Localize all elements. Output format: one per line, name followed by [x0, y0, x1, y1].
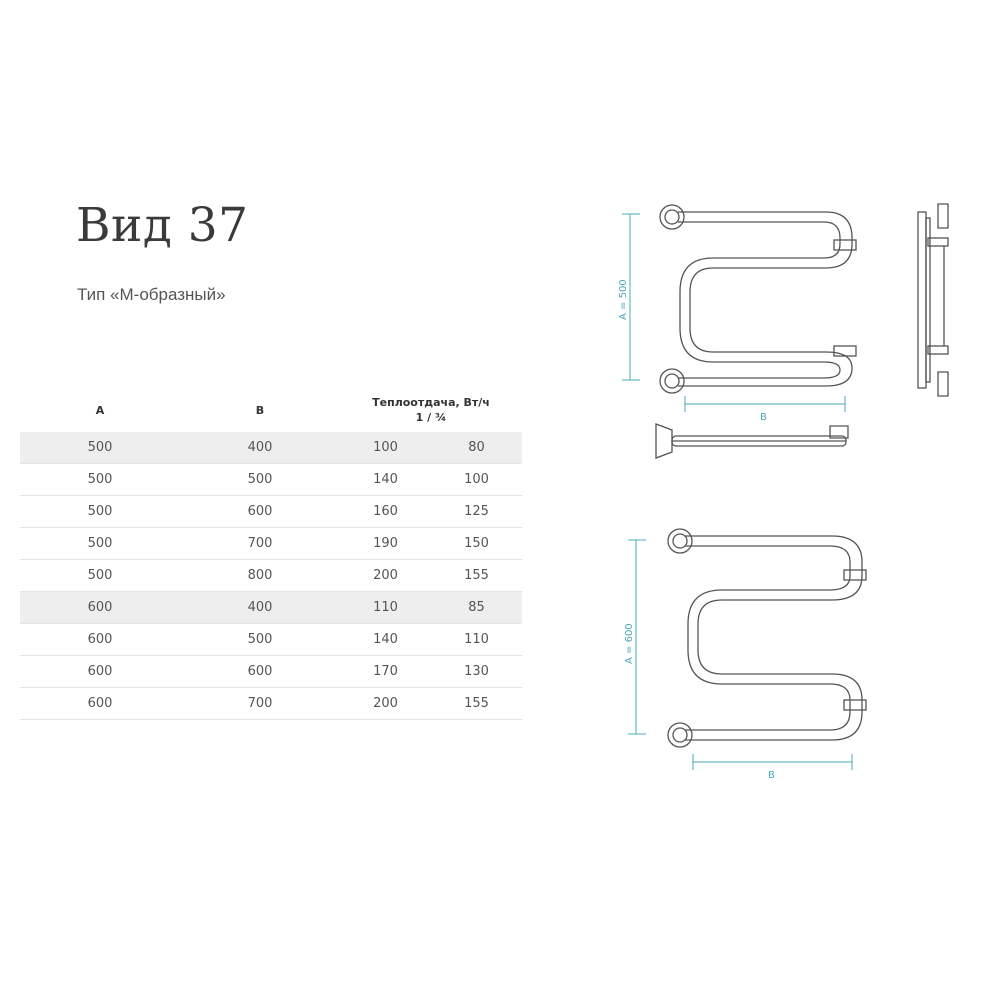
cell-b: 500 [180, 623, 340, 656]
pipe-outline-inner-2 [685, 545, 851, 731]
dim-label-a500: A = 500 [618, 279, 629, 320]
cell-a: 600 [20, 623, 180, 656]
flange-top-2 [667, 528, 693, 554]
cell-heat-1: 100 [340, 432, 431, 464]
cell-b: 400 [180, 591, 340, 624]
cell-b: 400 [180, 432, 340, 464]
cell-heat-1: 160 [340, 495, 431, 528]
cell-a: 600 [20, 591, 180, 624]
drawing-top-view [655, 423, 849, 459]
cell-heat-1: 200 [340, 559, 431, 592]
cell-b: 600 [180, 495, 340, 528]
heat-header-sub: 1 / ¾ [415, 411, 447, 424]
bracket-top-2 [843, 569, 867, 581]
cell-a: 500 [20, 463, 180, 496]
page-subtitle: Тип «М-образный» [77, 285, 226, 304]
cell-heat-34: 130 [430, 655, 522, 688]
col-header-heat: Теплоотдача, Вт/ч 1 / ¾ [340, 388, 522, 432]
cell-heat-34: 100 [430, 463, 522, 496]
col-header-a: A [95, 403, 105, 417]
bracket-bottom-2 [843, 699, 867, 711]
cell-heat-34: 80 [430, 432, 522, 464]
cell-heat-1: 140 [340, 623, 431, 656]
pipe-outline-inner [678, 221, 841, 379]
cell-heat-34: 155 [430, 687, 522, 720]
cell-a: 600 [20, 655, 180, 688]
cell-heat-34: 110 [430, 623, 522, 656]
col-header-b: B [255, 403, 265, 417]
cell-heat-34: 125 [430, 495, 522, 528]
cell-heat-34: 150 [430, 527, 522, 560]
bracket-bottom [833, 345, 857, 357]
cell-heat-1: 110 [340, 591, 431, 624]
flange-bottom [659, 368, 685, 394]
dim-label-b-bottom: B [768, 770, 775, 781]
drawing-side-view [917, 203, 949, 397]
page-title: Вид 37 [76, 198, 249, 253]
cell-heat-1: 170 [340, 655, 431, 688]
cell-a: 500 [20, 527, 180, 560]
dim-label-b-top: B [760, 412, 767, 423]
cell-a: 500 [20, 559, 180, 592]
flange-bottom-2 [667, 722, 693, 748]
cell-heat-1: 140 [340, 463, 431, 496]
cell-heat-1: 190 [340, 527, 431, 560]
cell-a: 500 [20, 495, 180, 528]
flange-top [659, 204, 685, 230]
cell-b: 800 [180, 559, 340, 592]
cell-a: 500 [20, 432, 180, 464]
cell-b: 700 [180, 527, 340, 560]
pipe-outline-outer-2 [685, 535, 863, 741]
pipe-outline-outer [678, 211, 853, 387]
table-header-row: A B Теплоотдача, Вт/ч 1 / ¾ [20, 388, 522, 432]
cell-b: 600 [180, 655, 340, 688]
cell-heat-1: 200 [340, 687, 431, 720]
heat-header-label: Теплоотдача, Вт/ч [372, 396, 490, 409]
cell-heat-34: 155 [430, 559, 522, 592]
cell-heat-34: 85 [430, 591, 522, 624]
cell-b: 500 [180, 463, 340, 496]
cell-a: 600 [20, 687, 180, 720]
bracket-top [833, 239, 857, 251]
cell-b: 700 [180, 687, 340, 720]
dim-label-a600: A = 600 [624, 623, 635, 664]
